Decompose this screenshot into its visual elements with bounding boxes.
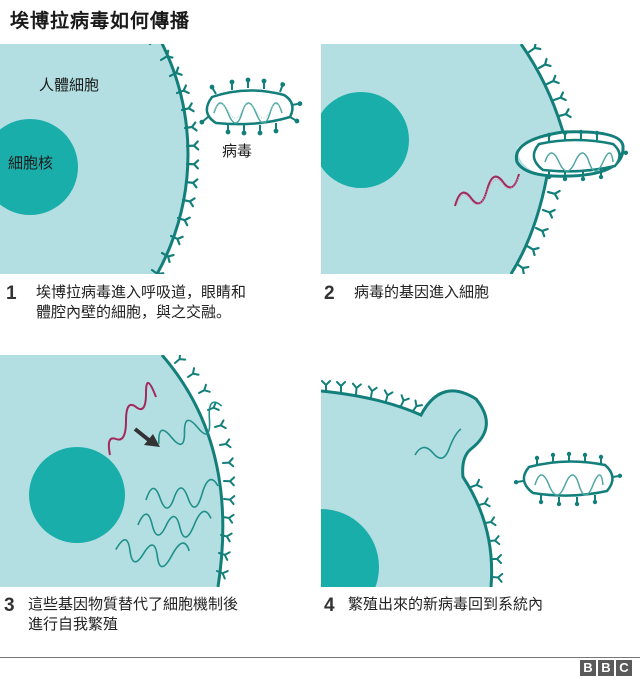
step-text: 繁殖出來的新病毒回到系統內 <box>348 595 544 613</box>
step-number: 2 <box>324 283 335 304</box>
label-virus: 病毒 <box>222 142 253 160</box>
label-human-cell: 人體細胞 <box>39 76 100 94</box>
cell-nucleus <box>321 509 379 587</box>
budding-illustration <box>321 380 624 587</box>
cell-nucleus <box>29 447 125 543</box>
ebola-virus-new <box>512 450 624 508</box>
step-number: 4 <box>324 595 335 616</box>
step-number: 1 <box>6 283 17 304</box>
page-title: 埃博拉病毒如何傳播 <box>10 10 191 32</box>
logo-letter: B <box>580 660 596 676</box>
ebola-virus <box>197 76 304 137</box>
panel-step-3 <box>0 355 320 587</box>
cell-nucleus <box>321 92 409 188</box>
step-text: 埃博拉病毒進入呼吸道，眼睛和 體腔內壁的細胞，與之交融。 <box>36 283 247 321</box>
step-text: 這些基因物質替代了細胞機制後 進行自我繁殖 <box>28 595 239 633</box>
label-nucleus: 細胞核 <box>8 154 54 172</box>
cell-fusion-illustration <box>0 44 304 274</box>
arrow-icon <box>133 427 160 447</box>
panel-step-1: 人體細胞 細胞核 病毒 <box>0 44 320 274</box>
bbc-logo: B B C <box>580 660 632 676</box>
budding-virus-rna <box>414 428 462 459</box>
cell-nucleus <box>0 119 78 215</box>
step-text: 病毒的基因進入細胞 <box>354 283 490 301</box>
panel-step-4 <box>321 377 640 587</box>
panel-step-2 <box>321 44 640 274</box>
replication-illustration <box>0 355 236 587</box>
step-number: 3 <box>4 595 15 616</box>
viral-rna <box>454 173 520 207</box>
footer-divider <box>0 657 640 658</box>
gene-entry-illustration <box>321 44 630 274</box>
ebola-virus <box>532 128 630 183</box>
logo-letter: B <box>598 660 614 676</box>
logo-letter: C <box>616 660 632 676</box>
viral-rna <box>107 382 157 456</box>
human-cell <box>0 44 188 274</box>
